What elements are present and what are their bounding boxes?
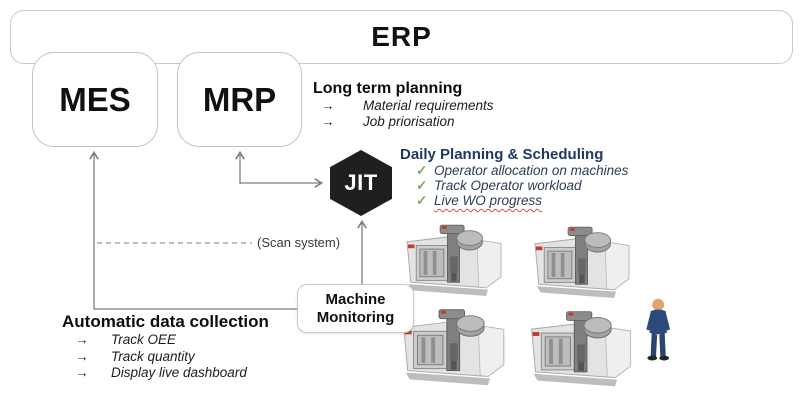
check-icon: ✓ — [416, 178, 428, 193]
long-term-planning-section: Long term planning → Material requiremen… — [313, 80, 494, 129]
list-item-label: Track quantity — [111, 348, 195, 364]
operator-icon — [646, 298, 671, 361]
list-item-label: Track OEE — [111, 332, 177, 347]
list-item: → Display live dashboard — [62, 365, 269, 381]
list-item-label: Material requirements — [363, 98, 494, 113]
connector-machine-monitoring-to-mes — [89, 150, 297, 310]
cnc-machine-icon — [534, 226, 630, 299]
mes-label: MES — [59, 80, 131, 118]
list-item: → Material requirements — [313, 98, 494, 113]
list-item-label: Operator allocation on machines — [434, 163, 629, 178]
list-item: → Track quantity — [62, 349, 269, 365]
jit-label: JIT — [344, 170, 378, 195]
arrow-bullet-icon: → — [75, 332, 89, 347]
mrp-label: MRP — [202, 80, 277, 118]
list-item-label: Track Operator workload — [434, 178, 582, 193]
arrow-bullet-icon: → — [75, 348, 89, 364]
cnc-machine-icon — [406, 224, 502, 297]
list-item: → Track OEE — [62, 332, 269, 348]
machine-monitoring-label: Machine Monitoring — [316, 290, 395, 326]
list-item-label: Job priorisation — [363, 114, 455, 129]
list-item: ✓ Live WO progress — [400, 194, 628, 208]
check-icon: ✓ — [416, 163, 428, 178]
mrp-box: MRP — [177, 52, 302, 147]
list-item: ✓ Track Operator workload — [400, 179, 628, 193]
machine-monitoring-box: Machine Monitoring — [297, 284, 414, 333]
automatic-data-collection-section: Automatic data collection → Track OEE → … — [62, 312, 269, 381]
list-item: ✓ Operator allocation on machines — [400, 164, 628, 178]
check-icon: ✓ — [416, 193, 428, 208]
arrow-bullet-icon: → — [75, 365, 89, 380]
erp-label: ERP — [371, 21, 432, 52]
arrow-bullet-icon: → — [321, 114, 335, 129]
mes-box: MES — [32, 52, 158, 147]
arrow-bullet-icon: → — [321, 98, 335, 113]
long-term-planning-title: Long term planning — [313, 80, 463, 97]
cnc-machine-icon — [531, 311, 632, 387]
automatic-data-collection-title: Automatic data collection — [62, 312, 269, 331]
daily-planning-section: Daily Planning & Scheduling ✓ Operator a… — [400, 146, 628, 208]
list-item-label: Live WO progress — [434, 193, 543, 208]
cnc-machine-icon — [403, 309, 505, 386]
list-item-label: Display live dashboard — [111, 365, 247, 380]
list-item: → Job priorisation — [313, 114, 494, 129]
scan-system-annotation: (Scan system) — [257, 235, 341, 250]
jit-badge: JIT — [330, 150, 392, 216]
daily-planning-title: Daily Planning & Scheduling — [400, 146, 604, 163]
